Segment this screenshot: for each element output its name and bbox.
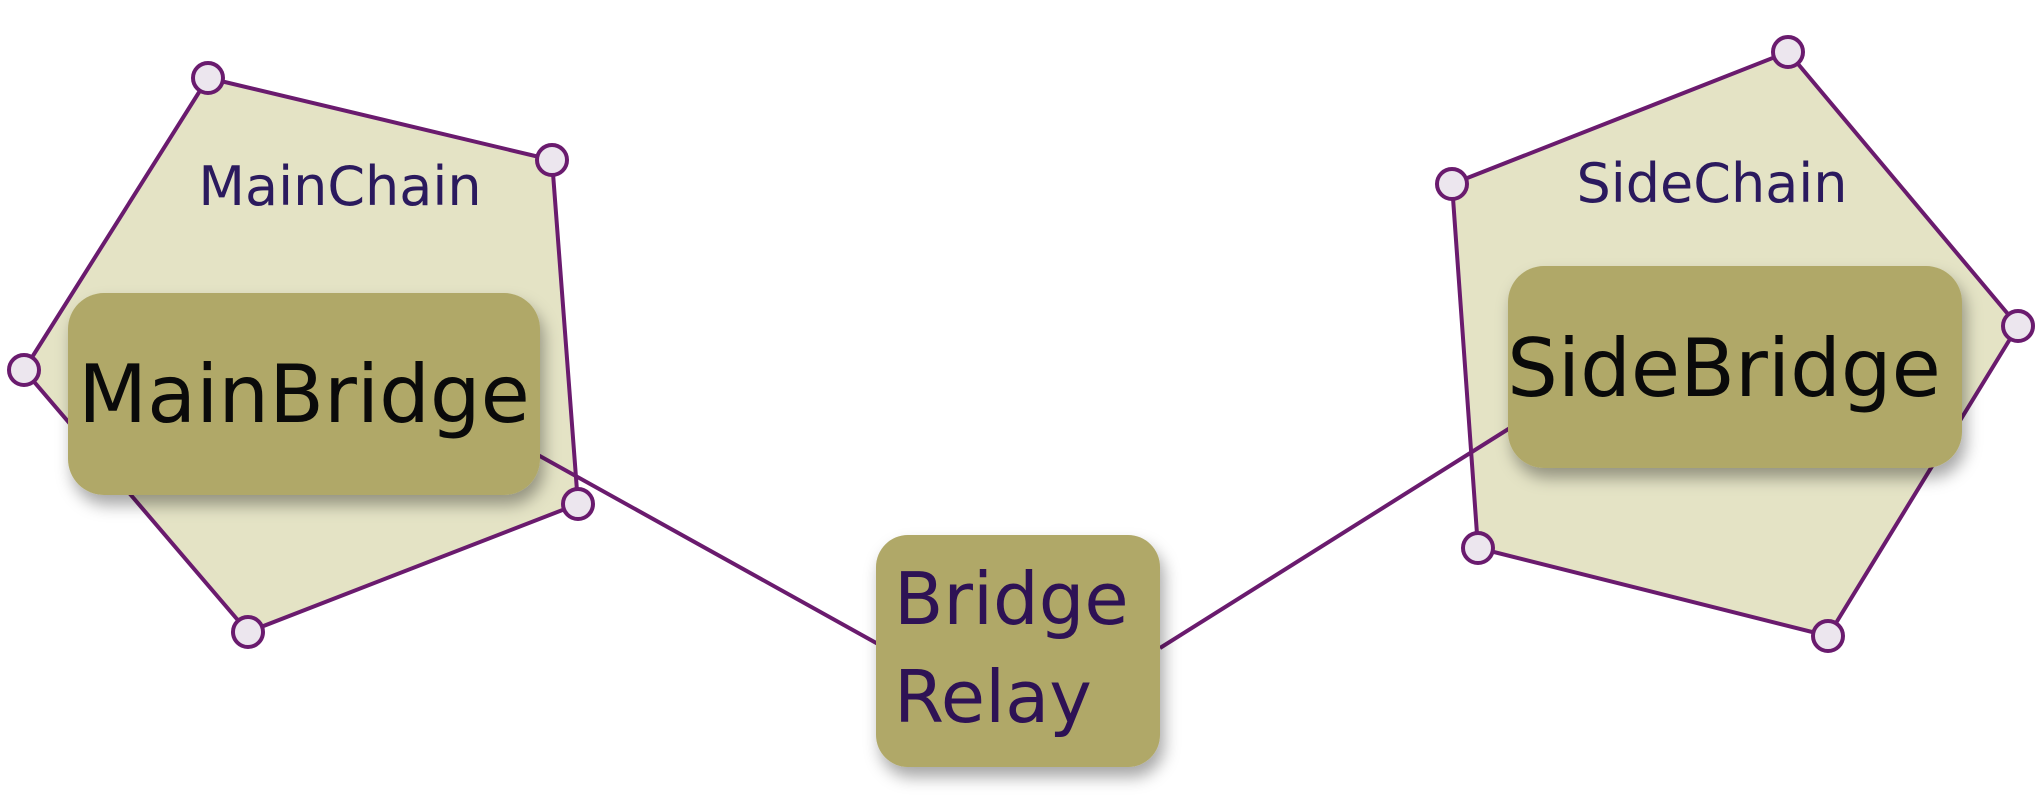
vertex-handle[interactable] xyxy=(535,143,569,177)
node-side-bridge[interactable]: SideBridge xyxy=(1507,266,1962,468)
cluster-main-chain-label: MainChain xyxy=(198,155,481,218)
vertex-handle[interactable] xyxy=(231,615,265,649)
main-chain-vertex-handles[interactable] xyxy=(7,61,595,649)
vertex-handle[interactable] xyxy=(1811,619,1845,653)
vertex-handle[interactable] xyxy=(1771,35,1805,69)
edge-mainbridge-to-relay xyxy=(537,453,879,646)
edge-relay-to-sidebridge xyxy=(1158,426,1512,650)
vertex-handle[interactable] xyxy=(1435,167,1469,201)
node-side-bridge-box xyxy=(1508,266,1962,468)
node-main-bridge-box xyxy=(68,293,540,495)
vertex-handle[interactable] xyxy=(1461,531,1495,565)
cluster-side-chain-label: SideChain xyxy=(1576,152,1847,215)
vertex-handle[interactable] xyxy=(191,61,225,95)
node-bridge-relay-label-line-2: Relay xyxy=(894,655,1092,739)
vertex-handle[interactable] xyxy=(561,487,595,521)
node-side-bridge-label: SideBridge xyxy=(1507,322,1941,415)
node-bridge-relay-label-line-1: Bridge xyxy=(894,557,1129,641)
vertex-handle[interactable] xyxy=(7,353,41,387)
vertex-handle[interactable] xyxy=(2001,309,2035,343)
node-main-bridge[interactable]: MainBridge xyxy=(68,293,540,495)
node-main-bridge-label: MainBridge xyxy=(78,348,530,441)
side-chain-vertex-handles[interactable] xyxy=(1435,35,2035,653)
node-bridge-relay[interactable]: Bridge Relay xyxy=(876,535,1160,767)
node-bridge-relay-box xyxy=(876,535,1160,767)
